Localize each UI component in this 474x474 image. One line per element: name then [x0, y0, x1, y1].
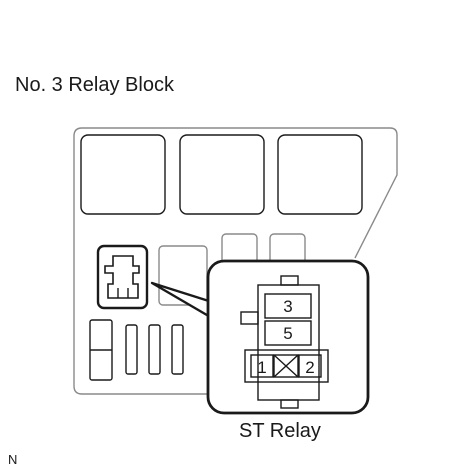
terminal-slot-2: [298, 354, 322, 378]
connector-bottom-tab: [280, 399, 299, 409]
terminal-slot-3: [264, 293, 312, 319]
fuse-slot-2: [125, 324, 138, 375]
callout-pointer: [150, 281, 214, 320]
relay-slot-2: [179, 134, 265, 215]
relay-block-housing: [82, 127, 398, 259]
relay-slot-1: [80, 134, 166, 215]
fuse-slot-4: [171, 324, 184, 375]
terminal-label-1: 1: [257, 358, 266, 377]
fuse-slot-3: [148, 324, 161, 375]
terminal-slot-x: [273, 354, 299, 378]
st-relay-location-highlight: [96, 244, 149, 310]
terminal-slot-5: [264, 320, 312, 346]
terminal-label-3: 3: [283, 297, 292, 316]
relay-slot-3: [277, 134, 363, 215]
terminal-slot-1: [250, 354, 274, 378]
terminal-label-5: 5: [283, 324, 292, 343]
corner-mark: N: [8, 452, 18, 467]
st-relay-location-shape: [104, 255, 140, 299]
relay-block-housing-left: [73, 127, 210, 395]
terminal-row-bottom: [244, 349, 329, 383]
relay-caption: ST Relay: [239, 420, 321, 442]
diagram-title: No. 3 Relay Block: [15, 74, 174, 96]
terminal-label-2: 2: [305, 358, 314, 377]
